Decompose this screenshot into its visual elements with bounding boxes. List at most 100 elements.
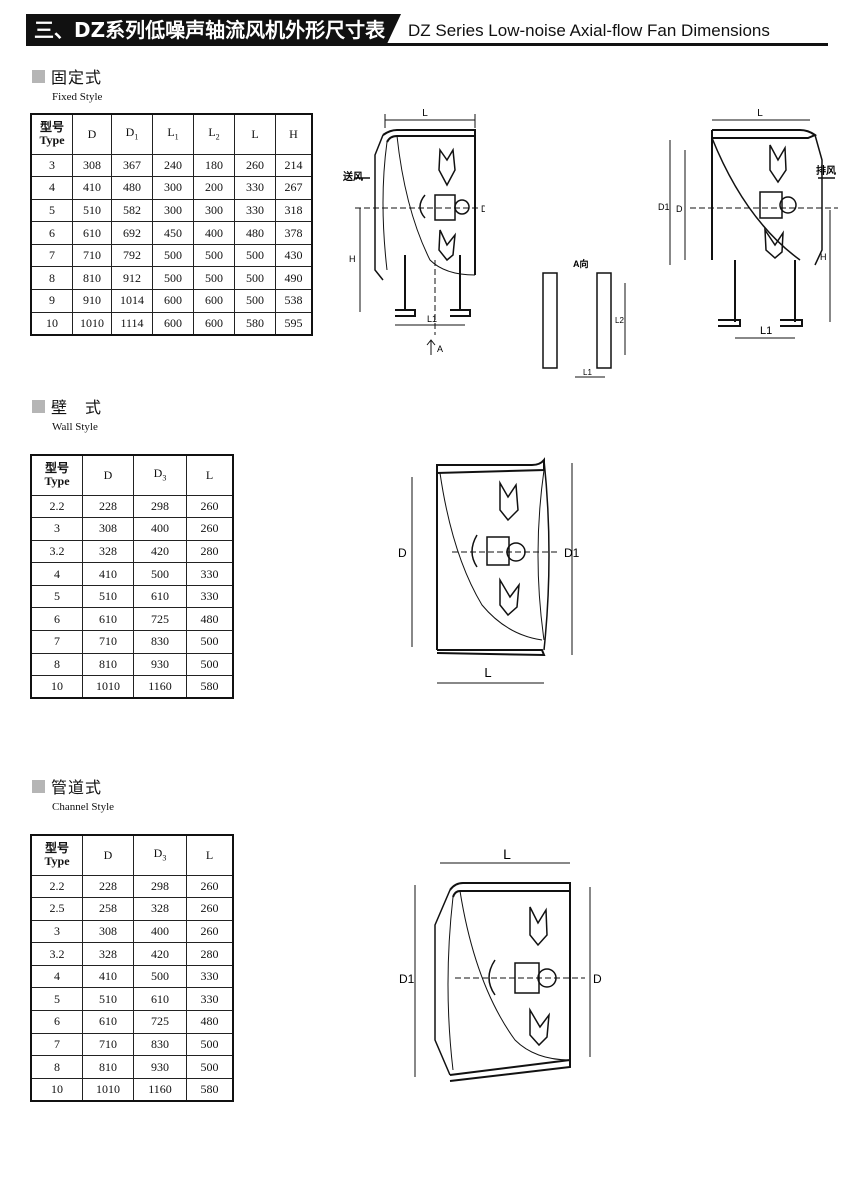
table-cell: 710 (72, 243, 112, 268)
table-cell: 5 (30, 987, 83, 1012)
dim-d1-label: D1 (564, 546, 580, 560)
table-cell: 308 (82, 517, 134, 541)
table-cell: 5 (30, 198, 73, 223)
table-cell: 930 (133, 652, 187, 677)
table-cell: 3.2 (30, 539, 83, 564)
table-cell: 2.2 (30, 494, 83, 519)
table-cell: 610 (133, 987, 187, 1012)
table-cell: 7 (30, 243, 73, 268)
table-cell: 260 (186, 897, 234, 921)
table-cell: 1014 (111, 289, 153, 313)
table-cell: 410 (72, 176, 112, 200)
table-cell: 610 (72, 221, 112, 245)
table-cell: 580 (186, 1077, 234, 1102)
header-banner: 三、DZ系列低噪声轴流风机外形尺寸表 DZ Series Low-noise A… (26, 14, 828, 46)
section-title-en: Channel Style (52, 801, 115, 813)
dim-d1-label: D1 (399, 972, 415, 986)
table-cell: 260 (186, 494, 234, 519)
table-cell: 710 (82, 630, 134, 654)
table-cell: 400 (133, 919, 187, 944)
table-cell: 10 (30, 311, 73, 336)
col-d1: D1 (111, 113, 153, 155)
col-l: L (186, 454, 234, 496)
table-cell: 260 (234, 153, 276, 178)
section-title-zh: 壁 式 (51, 398, 103, 417)
table-cell: 330 (186, 987, 234, 1012)
dim-l1-label: L1 (427, 314, 437, 324)
title-zh: 三、DZ系列低噪声轴流风机外形尺寸表 (26, 14, 401, 46)
table-cell: 510 (72, 198, 112, 223)
table-cell: 300 (152, 176, 194, 200)
col-d3: D3 (133, 454, 187, 496)
table-cell: 3 (30, 153, 73, 178)
table-cell: 692 (111, 221, 153, 245)
dim-l-label: L (422, 108, 428, 119)
table-cell: 3.2 (30, 942, 83, 966)
dim-d1-label: D1 (658, 202, 670, 212)
table-cell: 328 (82, 539, 134, 564)
table-cell: 480 (186, 1010, 234, 1034)
table-cell: 7 (30, 630, 83, 654)
table-cell: 328 (133, 897, 187, 921)
table-cell: 308 (72, 153, 112, 178)
fixed-view-a-drawing: A向 L2 L1 (542, 258, 626, 378)
table-cell: 260 (186, 517, 234, 541)
section-fixed-heading: 固定式 Fixed Style (32, 64, 102, 103)
table-cell: 180 (193, 153, 235, 178)
table-cell: 400 (193, 221, 235, 245)
table-cell: 228 (82, 874, 134, 899)
table-cell: 500 (186, 1055, 234, 1079)
col-d: D (72, 113, 112, 155)
table-cell: 378 (275, 221, 313, 245)
table-cell: 910 (72, 289, 112, 313)
table-cell: 1010 (72, 311, 112, 336)
col-d: D (82, 454, 134, 496)
table-cell: 298 (133, 494, 187, 519)
table-cell: 1114 (111, 311, 153, 336)
table-cell: 8 (30, 1055, 83, 1079)
table-cell: 300 (152, 198, 194, 223)
outlet-label: 排风 (816, 164, 836, 177)
table-cell: 480 (234, 221, 276, 245)
table-cell: 6 (30, 221, 73, 245)
dim-d-label: D (593, 972, 602, 986)
table-cell: 600 (193, 289, 235, 313)
section-title-zh: 固定式 (51, 68, 103, 87)
table-cell: 1160 (133, 675, 187, 699)
table-cell: 510 (82, 987, 134, 1012)
col-l2: L2 (193, 113, 235, 155)
table-cell: 490 (275, 266, 313, 291)
table-cell: 200 (193, 176, 235, 200)
table-cell: 600 (152, 289, 194, 313)
table-cell: 600 (152, 311, 194, 336)
table-cell: 500 (152, 243, 194, 268)
table-cell: 308 (82, 919, 134, 944)
dim-d-label: D (676, 204, 683, 214)
table-cell: 214 (275, 153, 313, 178)
table-cell: 595 (275, 311, 313, 336)
col-d: D (82, 834, 134, 876)
dim-l-label: L (484, 665, 491, 680)
fixed-outlet-drawing: L 排风 D1 D H L1 (658, 108, 838, 339)
table-cell: 7 (30, 1032, 83, 1057)
dim-l-label: L (503, 846, 511, 862)
table-cell: 500 (234, 266, 276, 291)
table-cell: 298 (133, 874, 187, 899)
table-cell: 367 (111, 153, 153, 178)
table-cell: 810 (82, 1055, 134, 1079)
table-cell: 5 (30, 584, 83, 609)
col-l1: L1 (152, 113, 194, 155)
table-cell: 430 (275, 243, 313, 268)
